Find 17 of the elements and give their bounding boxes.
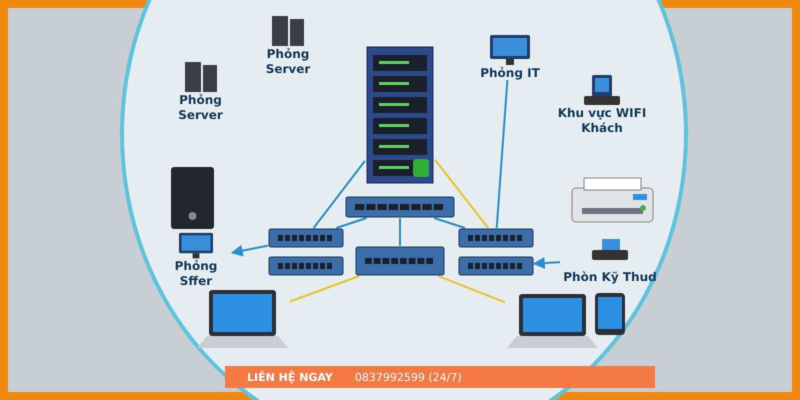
- cable-line: [312, 160, 366, 229]
- arrow: [532, 257, 560, 270]
- room-label: Phỏng Sffer: [174, 259, 218, 288]
- cable-line: [434, 159, 489, 229]
- cable-line: [336, 217, 367, 229]
- cable-line: [434, 217, 466, 229]
- room-label: Khu vực WIFI Khách: [556, 106, 648, 135]
- contact-call-text: LIÊN HỆ NGAY: [247, 370, 333, 384]
- cable-line: [399, 218, 401, 246]
- cable-line: [290, 275, 360, 302]
- phone-number: 0837992599 (24/7): [354, 370, 462, 384]
- cable-line: [438, 275, 506, 304]
- room-label: Phỏng Server: [177, 93, 224, 122]
- cable-line: [496, 80, 508, 228]
- room-label: Phỏng IT: [480, 66, 540, 80]
- arrow: [230, 244, 268, 257]
- room-label: Phỏng Server: [264, 47, 312, 76]
